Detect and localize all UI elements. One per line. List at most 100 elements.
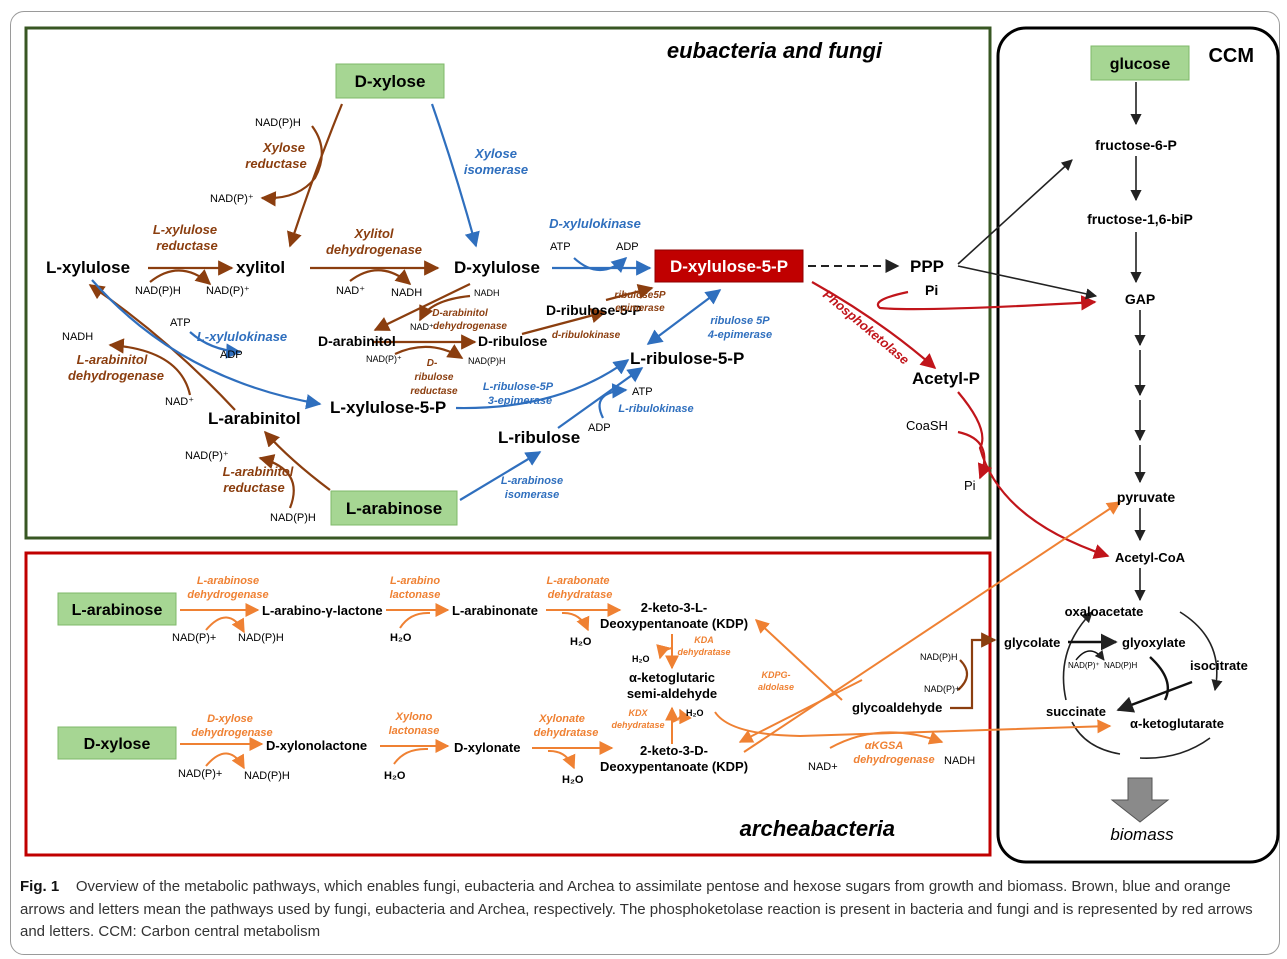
- cof-nadph-2: NAD(P)H: [135, 285, 181, 297]
- arrow-aksa-cofactor: [829, 731, 944, 749]
- d-ribulose-5p: D-ribulose-5-P: [546, 302, 642, 318]
- arrow-kda-h2o: [656, 644, 673, 660]
- tca-cycle-arc-bottom-left: [1071, 721, 1121, 755]
- enz-xylose-reductase-1: Xylose: [262, 140, 305, 155]
- arrow-l-arabinitol-dh-cofactor: [108, 338, 192, 396]
- enz-kdx-dehydratase-1: KDX: [628, 708, 648, 718]
- fructose-6p: fructose-6-P: [1095, 137, 1177, 153]
- enz-d-ribulose-red-2: ribulose: [415, 372, 454, 383]
- enz-l-xylulose-reductase-2: reductase: [156, 238, 217, 253]
- biomass: biomass: [1110, 825, 1174, 844]
- cof-h2o-2: H₂O: [570, 636, 592, 648]
- arrow-phosphoketolase: [811, 281, 937, 370]
- cof-nadp-cyc: NAD(P)⁺: [1068, 661, 1100, 670]
- tca-cycle-arc-left: [1062, 611, 1093, 701]
- cof-nadph-arch-1: NAD(P)H: [238, 632, 284, 644]
- cof-nad-1: NAD⁺: [336, 285, 365, 297]
- enz-ribulose5p-epi-1: ribulose5P: [614, 290, 665, 301]
- pyruvate: pyruvate: [1117, 489, 1176, 505]
- cof-nadp-4: NAD(P)⁺: [185, 450, 229, 462]
- cof-adp-3: ADP: [588, 422, 611, 434]
- arrow-l-arabonate-dehydratase-h2o: [561, 611, 590, 632]
- l-arabinose-label: L-arabinose: [346, 499, 442, 518]
- arrow-xylose-isomerase: [430, 103, 480, 248]
- l-ribulose-5p: L-ribulose-5-P: [630, 349, 744, 368]
- cof-nadh-3: NADH: [62, 331, 93, 343]
- biomass-arrow: [1110, 777, 1170, 823]
- arrow-xylono-h2o: [393, 747, 429, 765]
- succinate: succinate: [1046, 704, 1106, 719]
- isocitrate: isocitrate: [1190, 658, 1248, 673]
- fructose-16bp: fructose-1,6-biP: [1087, 211, 1193, 227]
- arrow-ppp-gap: [957, 265, 1098, 300]
- figure-caption: Fig. 1 Overview of the metabolic pathway…: [20, 876, 1275, 944]
- arrow-aksa-to-akg: [714, 711, 1112, 738]
- kdp-d-line2: Deoxypentanoate (KDP): [600, 759, 748, 774]
- enz-xylitol-dh-1: Xylitol: [353, 226, 393, 241]
- kdp-d-line1: 2-keto-3-D-: [640, 743, 708, 758]
- cof-nadp-3: NAD(P)⁺: [366, 354, 402, 364]
- enz-xylose-reductase-2: reductase: [245, 156, 306, 171]
- enz-d-ribulokinase: d-ribulokinase: [552, 330, 621, 341]
- cof-nadph-3: NAD(P)H: [468, 356, 506, 366]
- d-ribulose: D-ribulose: [478, 333, 547, 349]
- l-arabinitol: L-arabinitol: [208, 409, 301, 428]
- enz-xylono-lactonase-2: lactonase: [389, 725, 440, 737]
- ccm-title: CCM: [1208, 45, 1254, 67]
- arrow-l-xylulokinase-cofactor: [189, 331, 242, 359]
- arrow-xylose-reductase: [287, 103, 344, 248]
- enz-xylonate-dehydratase-1: Xylonate: [538, 713, 585, 725]
- cof-atp-1: ATP: [550, 241, 571, 253]
- arrow-l-xylulokinase: [91, 279, 322, 410]
- d-xylulose-5p-label: D-xylulose-5-P: [670, 257, 788, 276]
- enz-l-arabino-lactonase-2: lactonase: [390, 589, 441, 601]
- cof-nad-2: NAD⁺: [410, 322, 434, 332]
- enz-l-ribulokinase: L-ribulokinase: [618, 403, 693, 415]
- arrow-l-ribulose-5p-3-epimerase: [455, 359, 630, 410]
- cof-atp-3: ATP: [632, 386, 653, 398]
- arrow-l-arabino-lactonase-h2o: [399, 611, 431, 629]
- arrow-d-arabinitol-dh-cofactor: [419, 294, 471, 322]
- enz-l-arabinitol-dh-2: dehydrogenase: [68, 368, 164, 383]
- enz-xylonate-dehydratase-2: dehydratase: [534, 727, 599, 739]
- arrow-ribulose5p-4-epimerase: [646, 289, 722, 345]
- coash: CoaSH: [906, 418, 948, 433]
- cof-nadph-1: NAD(P)H: [255, 117, 301, 129]
- arrow-d-ribulokinase: [521, 308, 607, 336]
- arrow-ppp-f6p: [957, 159, 1073, 265]
- enz-rib5p-4epi-1: ribulose 5P: [710, 315, 770, 327]
- enz-l-arabinitol-red-2: reductase: [223, 480, 284, 495]
- enz-xylose-isomerase-1: Xylose: [474, 146, 517, 161]
- figure-label: Fig. 1: [20, 878, 60, 895]
- alpha-ketoglutarate: α-ketoglutarate: [1130, 716, 1224, 731]
- enz-xylono-lactonase-1: Xylono: [395, 711, 433, 723]
- cof-nadp-1: NAD(P)⁺: [210, 193, 254, 205]
- arrow-coash-pi: [957, 430, 993, 480]
- acetyl-p: Acetyl-P: [912, 369, 980, 388]
- enz-l-arabinose-iso-2: isomerase: [505, 489, 559, 501]
- enz-kdx-dehydratase-2: dehydratase: [611, 720, 664, 730]
- d-xylose-box: [335, 63, 445, 99]
- d-arabinitol: D-arabinitol: [318, 333, 396, 349]
- d-xylulose-5p-box: [654, 249, 804, 283]
- glucose-box: [1090, 45, 1190, 81]
- arrow-glycoaldehyde-pyruvate: [743, 501, 1122, 753]
- cof-h2o-6: H₂O: [384, 770, 406, 782]
- glycolate-cofactor-arc: [1075, 650, 1105, 661]
- cof-nadh-2: NADH: [474, 288, 500, 298]
- arrow-kdpg-aldolase: [754, 619, 843, 701]
- l-xylulose: L-xylulose: [46, 258, 130, 277]
- arrow-l-arabinose-dh-cofactor: [205, 616, 245, 634]
- enz-l-rib5p-3epi-1: L-ribulose-5P: [483, 381, 554, 393]
- enz-akgsa-dh-2: dehydrogenase: [853, 754, 934, 766]
- d-xylose-arch-box: [57, 726, 177, 760]
- enz-kdpg-aldolase-2: aldolase: [758, 682, 794, 692]
- arrow-l-arabinitol-dh: [88, 284, 236, 411]
- xylitol: xylitol: [236, 258, 285, 277]
- arrow-d-ribulose-reductase-cofactor: [394, 344, 464, 359]
- cof-nad-3: NAD⁺: [165, 396, 194, 408]
- enz-kda-dehydratase-2: dehydratase: [677, 647, 730, 657]
- arrow-kdpg-aldolase-2: [738, 679, 863, 743]
- enz-d-xylulokinase: D-xylulokinase: [549, 216, 641, 231]
- d-xylonate: D-xylonate: [454, 740, 520, 755]
